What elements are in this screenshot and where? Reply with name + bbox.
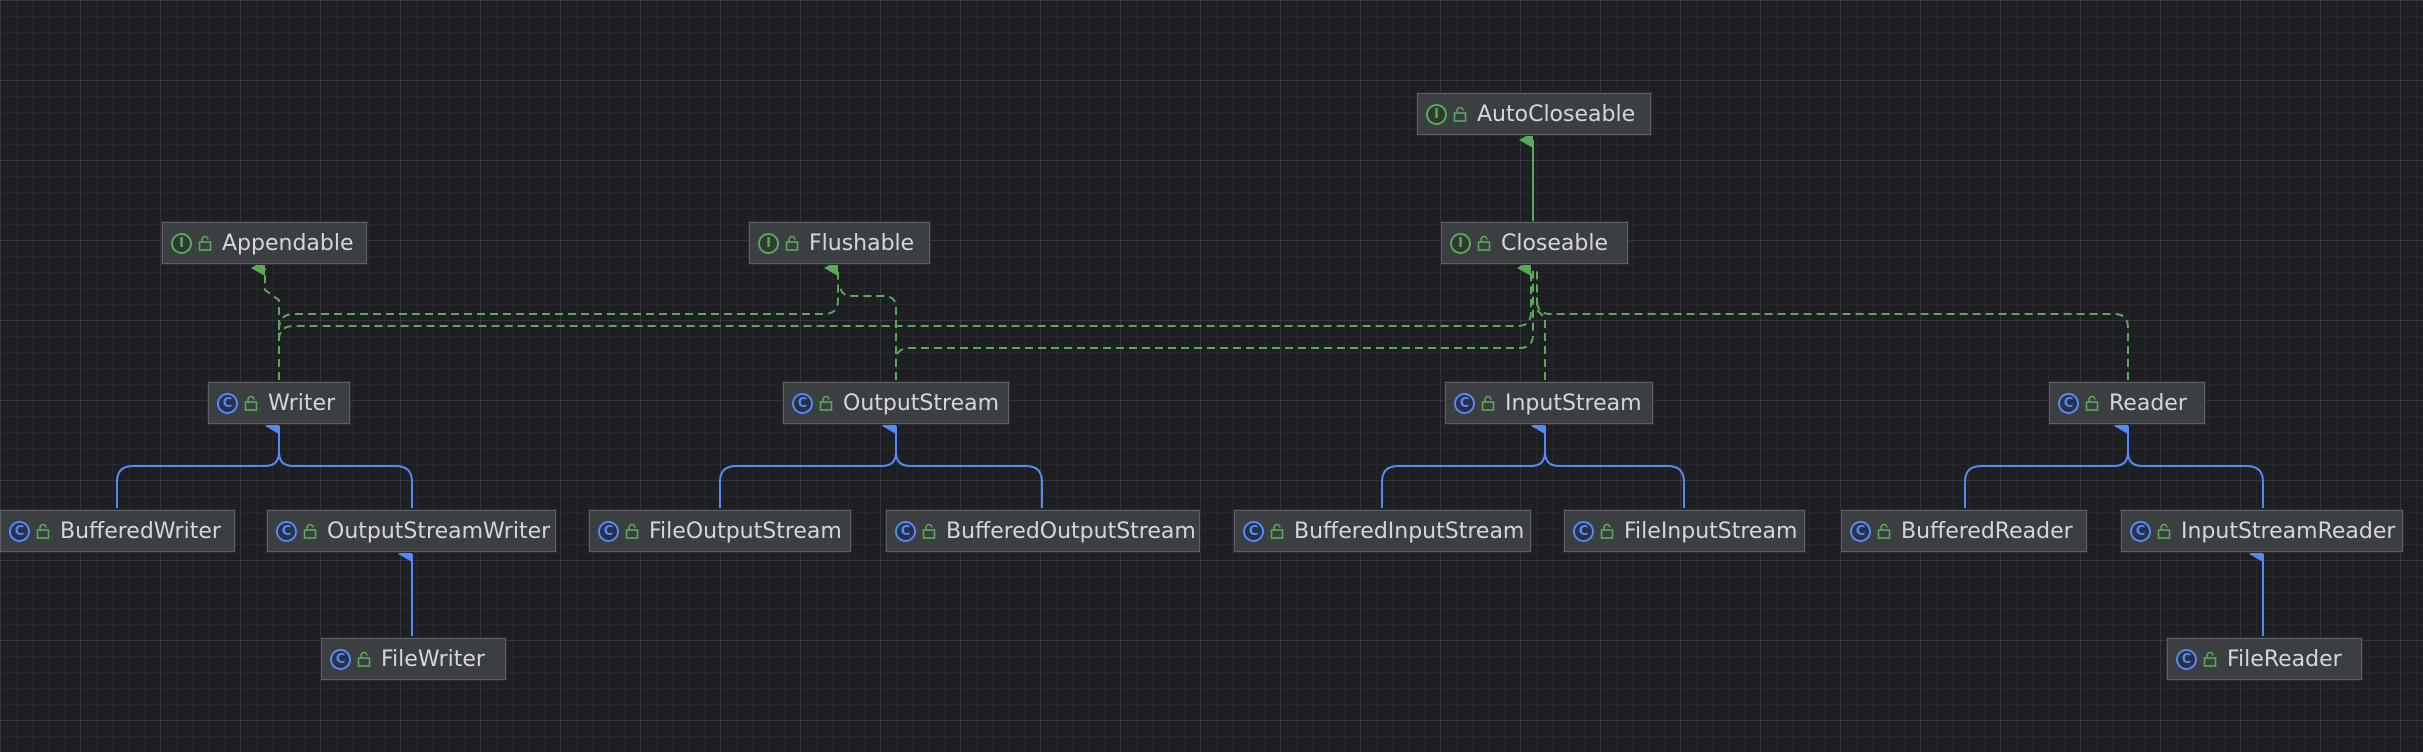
node-outputstream[interactable]: C OutputStream — [783, 382, 1009, 424]
edge-bufferedwriter-writer — [116, 451, 280, 508]
node-label: BufferedWriter — [60, 518, 221, 544]
edge-bufferedreader-reader — [1964, 451, 2129, 508]
class-icon: C — [9, 520, 30, 542]
edge-outputstream-closeable — [895, 268, 1534, 380]
class-icon: C — [792, 392, 813, 414]
node-label: InputStream — [1505, 390, 1642, 416]
edge-outputstreamwriter-writer — [265, 418, 413, 508]
node-label: Closeable — [1501, 230, 1609, 256]
node-appendable[interactable]: I Appendable — [162, 222, 367, 264]
access-lock-icon — [1270, 523, 1284, 539]
access-lock-icon — [2203, 651, 2217, 667]
node-bufferedinputstream[interactable]: C BufferedInputStream — [1234, 510, 1531, 552]
class-icon: C — [1573, 520, 1594, 542]
class-icon: C — [276, 520, 297, 542]
node-label: FileOutputStream — [649, 518, 842, 544]
edge-writer-closeable — [278, 260, 1532, 341]
node-label: BufferedReader — [1901, 518, 2073, 544]
node-label: OutputStreamWriter — [327, 518, 551, 544]
class-icon: C — [1243, 520, 1264, 542]
node-label: Flushable — [809, 230, 915, 256]
access-lock-icon — [36, 523, 50, 539]
class-icon: C — [330, 648, 351, 670]
node-bufferedwriter[interactable]: C BufferedWriter — [0, 510, 235, 552]
node-filereader[interactable]: C FileReader — [2167, 638, 2362, 680]
class-icon: C — [895, 520, 916, 542]
class-icon: C — [2058, 392, 2079, 414]
node-label: BufferedOutputStream — [946, 518, 1196, 544]
interface-icon: I — [171, 232, 192, 254]
access-lock-icon — [303, 523, 317, 539]
edge-bufferedinputstream-inputstream — [1381, 451, 1546, 508]
edge-bufferedoutputstream-outputstream — [882, 418, 1043, 508]
access-lock-icon — [198, 235, 212, 251]
access-lock-icon — [1477, 235, 1491, 251]
node-label: OutputStream — [843, 390, 1000, 416]
node-writer[interactable]: C Writer — [208, 382, 350, 424]
class-icon: C — [217, 392, 238, 414]
node-closeable[interactable]: I Closeable — [1441, 222, 1628, 264]
node-inputstreamreader[interactable]: C InputStreamReader — [2121, 510, 2403, 552]
access-lock-icon — [1877, 523, 1891, 539]
class-icon: C — [2176, 648, 2197, 670]
edge-outputstream-flushable — [839, 283, 897, 380]
node-label: Appendable — [222, 230, 354, 256]
node-label: InputStreamReader — [2181, 518, 2396, 544]
access-lock-icon — [357, 651, 371, 667]
node-autocloseable[interactable]: I AutoCloseable — [1417, 93, 1651, 135]
access-lock-icon — [1453, 106, 1467, 122]
edge-writer-flushable — [278, 260, 839, 331]
node-label: FileWriter — [381, 646, 485, 672]
access-lock-icon — [625, 523, 639, 539]
interface-icon: I — [758, 232, 779, 254]
node-fileoutputstream[interactable]: C FileOutputStream — [589, 510, 851, 552]
node-label: Writer — [268, 390, 336, 416]
node-label: BufferedInputStream — [1294, 518, 1525, 544]
class-icon: C — [598, 520, 619, 542]
access-lock-icon — [819, 395, 833, 411]
node-label: AutoCloseable — [1477, 101, 1636, 127]
node-outputstreamwriter[interactable]: C OutputStreamWriter — [267, 510, 556, 552]
edge-inputstreamreader-reader — [2114, 418, 2264, 508]
node-reader[interactable]: C Reader — [2049, 382, 2205, 424]
access-lock-icon — [2085, 395, 2099, 411]
node-fileinputstream[interactable]: C FileInputStream — [1564, 510, 1805, 552]
node-bufferedreader[interactable]: C BufferedReader — [1841, 510, 2087, 552]
class-icon: C — [1454, 392, 1475, 414]
node-label: FileInputStream — [1624, 518, 1798, 544]
node-label: Reader — [2109, 390, 2187, 416]
node-filewriter[interactable]: C FileWriter — [321, 638, 506, 680]
node-inputstream[interactable]: C InputStream — [1445, 382, 1653, 424]
interface-icon: I — [1450, 232, 1471, 254]
access-lock-icon — [785, 235, 799, 251]
access-lock-icon — [1481, 395, 1495, 411]
class-icon: C — [1850, 520, 1871, 542]
edge-fileinputstream-inputstream — [1531, 418, 1685, 508]
node-bufferedoutputstream[interactable]: C BufferedOutputStream — [886, 510, 1200, 552]
class-icon: C — [2130, 520, 2151, 542]
node-flushable[interactable]: I Flushable — [749, 222, 930, 264]
edge-fileoutputstream-outputstream — [719, 451, 897, 508]
edge-reader-closeable — [1536, 299, 2129, 380]
access-lock-icon — [1600, 523, 1614, 539]
access-lock-icon — [922, 523, 936, 539]
interface-icon: I — [1426, 103, 1447, 125]
edge-writer-appendable — [251, 260, 280, 380]
access-lock-icon — [2157, 523, 2171, 539]
access-lock-icon — [244, 395, 258, 411]
node-label: FileReader — [2227, 646, 2342, 672]
edge-inputstream-closeable — [1536, 268, 1546, 380]
